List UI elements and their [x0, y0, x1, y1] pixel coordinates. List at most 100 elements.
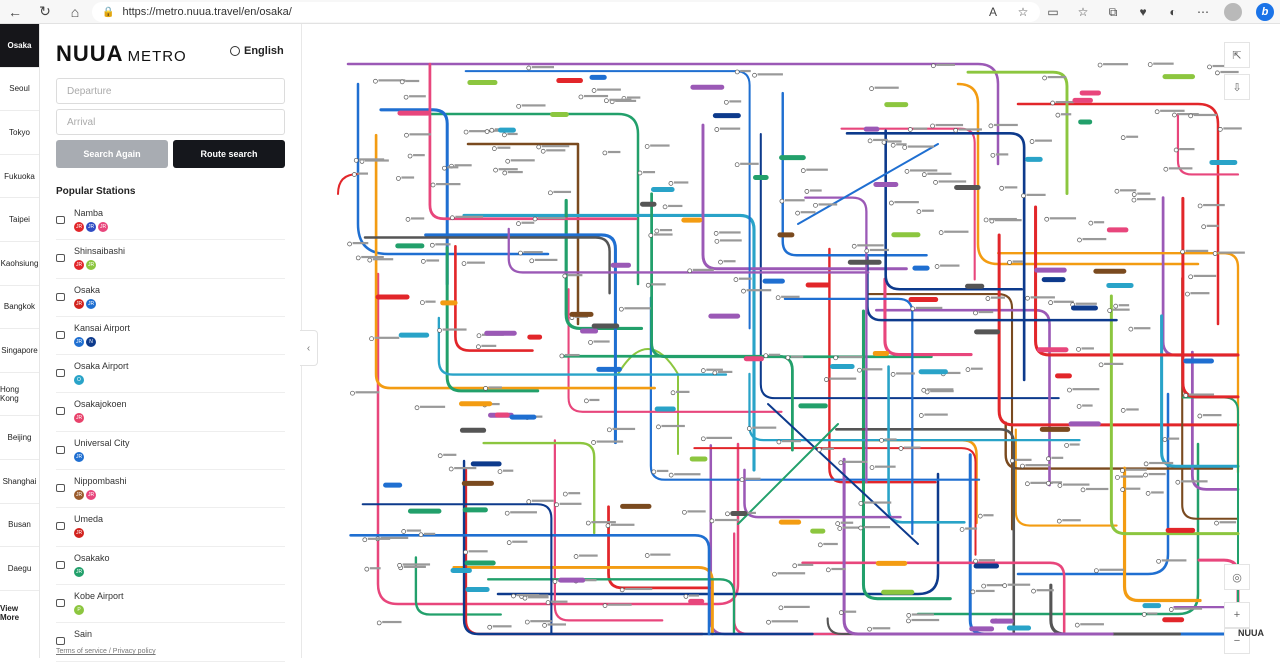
metro-line[interactable]	[1049, 583, 1182, 636]
station-marker[interactable]	[921, 172, 927, 178]
metro-line[interactable]	[783, 297, 914, 536]
station-marker[interactable]	[725, 511, 730, 517]
metro-line[interactable]	[801, 561, 1066, 636]
station-marker[interactable]	[977, 513, 983, 519]
station-marker[interactable]	[476, 333, 482, 339]
station-marker[interactable]	[930, 123, 935, 129]
station-marker[interactable]	[1002, 583, 1008, 588]
station-marker[interactable]	[723, 99, 729, 105]
collapse-panel-button[interactable]: ‹	[300, 330, 318, 366]
station-marker[interactable]	[816, 447, 822, 453]
transfer-station-badge[interactable]	[654, 406, 676, 412]
station-marker[interactable]	[548, 190, 553, 196]
metro-line[interactable]	[462, 459, 814, 636]
metro-line[interactable]	[649, 296, 981, 481]
station-marker[interactable]	[404, 132, 409, 138]
station-marker[interactable]	[857, 367, 862, 373]
metro-line[interactable]	[487, 578, 736, 636]
transfer-station-badge[interactable]	[752, 175, 769, 181]
station-marker[interactable]	[959, 527, 965, 532]
station-marker[interactable]	[1076, 404, 1082, 409]
metro-line[interactable]	[1016, 102, 1220, 326]
metro-line[interactable]	[361, 503, 553, 636]
metro-line[interactable]	[564, 198, 644, 331]
station-marker[interactable]	[1007, 260, 1012, 265]
transfer-station-badge[interactable]	[730, 511, 748, 517]
station-marker[interactable]	[497, 469, 503, 474]
station-marker[interactable]	[552, 579, 558, 584]
station-marker[interactable]	[776, 439, 782, 445]
station-marker[interactable]	[766, 619, 771, 625]
station-marker[interactable]	[1212, 251, 1218, 256]
favorites-icon[interactable]: ☆	[1077, 5, 1089, 19]
station-marker[interactable]	[429, 242, 435, 248]
station-marker[interactable]	[1120, 135, 1126, 141]
station-marker[interactable]	[837, 526, 843, 531]
transfer-station-badge[interactable]	[1034, 267, 1067, 273]
city-tab-taipei[interactable]: Taipei	[0, 198, 39, 242]
station-marker[interactable]	[511, 593, 516, 599]
transfer-station-badge[interactable]	[620, 503, 652, 509]
station-marker[interactable]	[906, 613, 912, 618]
station-marker[interactable]	[526, 65, 532, 71]
more-icon[interactable]: ⋯	[1197, 5, 1209, 19]
station-marker[interactable]	[1141, 612, 1147, 617]
brand-logo[interactable]: NUUA METRO	[56, 41, 187, 67]
station-marker[interactable]	[985, 296, 991, 301]
metro-line[interactable]	[840, 127, 976, 281]
transfer-station-badge[interactable]	[798, 403, 828, 409]
city-tab-beijing[interactable]: Beijing	[0, 416, 39, 460]
transfer-station-badge[interactable]	[1039, 426, 1071, 432]
station-marker[interactable]	[858, 525, 864, 531]
station-marker[interactable]	[1163, 166, 1169, 172]
metro-line[interactable]	[709, 444, 967, 636]
station-marker[interactable]	[867, 138, 873, 144]
station-marker[interactable]	[1156, 558, 1161, 564]
station-marker[interactable]	[578, 94, 584, 100]
transfer-station-badge[interactable]	[805, 282, 831, 288]
transfer-station-badge[interactable]	[777, 232, 795, 238]
metro-line[interactable]	[416, 112, 640, 286]
transfer-station-badge[interactable]	[873, 181, 899, 187]
station-marker[interactable]	[405, 217, 411, 222]
metro-line[interactable]	[607, 505, 711, 590]
metro-line[interactable]	[496, 472, 940, 596]
station-marker[interactable]	[619, 587, 625, 593]
station-marker[interactable]	[1097, 62, 1103, 68]
transfer-station-badge[interactable]	[1079, 90, 1101, 96]
station-marker[interactable]	[573, 554, 579, 559]
station-marker[interactable]	[889, 200, 894, 206]
transfer-station-badge[interactable]	[591, 323, 620, 329]
metro-line[interactable]	[617, 348, 679, 455]
station-marker[interactable]	[637, 170, 643, 176]
bing-icon[interactable]: b	[1256, 3, 1274, 21]
station-marker[interactable]	[1188, 113, 1194, 119]
station-marker[interactable]	[369, 336, 374, 342]
city-tab-bangkok[interactable]: Bangkok	[0, 286, 39, 330]
station-marker[interactable]	[1168, 607, 1174, 612]
station-marker[interactable]	[752, 72, 757, 78]
transfer-station-badge[interactable]	[908, 297, 939, 303]
metro-line[interactable]	[349, 533, 711, 636]
station-marker[interactable]	[1046, 456, 1051, 462]
metro-line[interactable]	[414, 556, 502, 616]
station-marker[interactable]	[1114, 188, 1120, 194]
metro-line[interactable]	[1004, 421, 1234, 470]
download-icon[interactable]: ⇩	[1224, 74, 1250, 100]
station-marker[interactable]	[602, 150, 608, 156]
metro-line[interactable]	[356, 82, 550, 256]
station-marker[interactable]	[364, 566, 370, 572]
station-marker[interactable]	[493, 167, 498, 173]
station-marker[interactable]	[463, 129, 469, 135]
station-marker[interactable]	[983, 217, 989, 223]
station-marker[interactable]	[1185, 291, 1190, 297]
station-marker[interactable]	[1128, 326, 1134, 332]
station-marker[interactable]	[1044, 216, 1050, 222]
station-marker[interactable]	[1080, 487, 1086, 493]
metro-line[interactable]	[560, 354, 794, 452]
metro-line[interactable]	[1034, 205, 1240, 357]
transfer-station-badge[interactable]	[969, 626, 995, 632]
metro-line[interactable]	[454, 245, 534, 352]
